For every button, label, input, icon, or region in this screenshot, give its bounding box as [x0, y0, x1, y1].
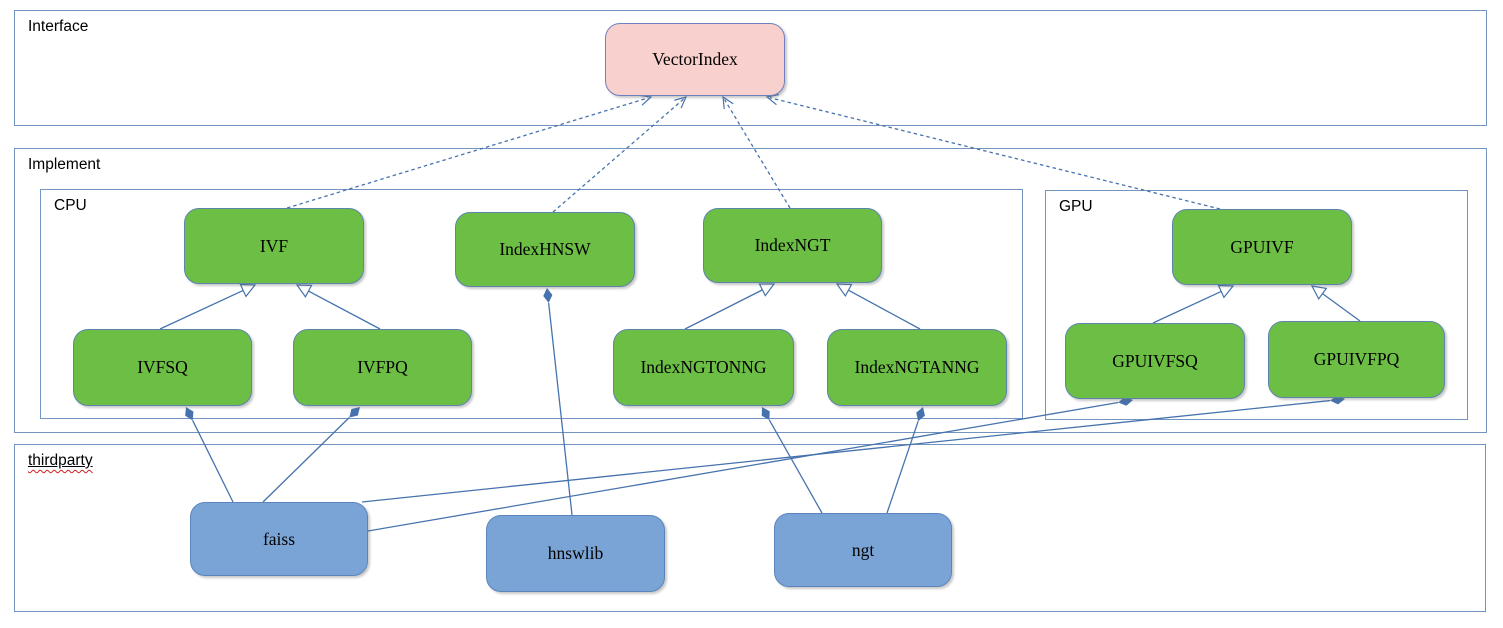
group-label-interface: Interface — [28, 18, 89, 35]
node-label-indexngtanng: IndexNGTANNG — [854, 357, 980, 377]
node-hnswlib[interactable]: hnswlib — [486, 515, 665, 592]
node-gpuivfsq[interactable]: GPUIVFSQ — [1065, 323, 1245, 399]
group-label-implement: Implement — [28, 156, 101, 173]
node-label-vectorindex: VectorIndex — [652, 49, 738, 69]
node-indexngtanng[interactable]: IndexNGTANNG — [827, 329, 1007, 406]
group-label-cpu: CPU — [54, 197, 87, 214]
node-label-indexngt: IndexNGT — [754, 235, 831, 255]
node-ngt[interactable]: ngt — [774, 513, 952, 587]
node-indexngtonng[interactable]: IndexNGTONNG — [613, 329, 794, 406]
node-ivf[interactable]: IVF — [184, 208, 364, 284]
node-label-ivfpq: IVFPQ — [357, 357, 408, 377]
group-label-gpu: GPU — [1059, 198, 1093, 215]
node-gpuivfpq[interactable]: GPUIVFPQ — [1268, 321, 1445, 398]
node-label-gpuivf: GPUIVF — [1230, 236, 1294, 257]
node-ivfpq[interactable]: IVFPQ — [293, 329, 472, 406]
node-label-hnswlib: hnswlib — [547, 543, 604, 563]
node-label-indexngtonng: IndexNGTONNG — [640, 357, 767, 377]
node-label-gpuivfpq: GPUIVFPQ — [1313, 349, 1400, 369]
node-ivfsq[interactable]: IVFSQ — [73, 329, 252, 406]
node-label-ngt: ngt — [851, 539, 875, 560]
node-label-ivf: IVF — [259, 235, 289, 256]
group-label-text-thirdparty: thirdparty — [28, 452, 93, 469]
node-gpuivf[interactable]: GPUIVF — [1172, 209, 1352, 285]
node-faiss[interactable]: faiss — [190, 502, 368, 576]
node-indexhnsw[interactable]: IndexHNSW — [455, 212, 635, 287]
node-label-gpuivfsq: GPUIVFSQ — [1112, 350, 1198, 371]
group-label-thirdparty: thirdparty — [28, 452, 93, 470]
node-vectorindex[interactable]: VectorIndex — [605, 23, 785, 96]
node-label-faiss: faiss — [262, 528, 296, 549]
node-label-indexhnsw: IndexHNSW — [499, 239, 591, 259]
node-indexngt[interactable]: IndexNGT — [703, 208, 882, 283]
node-label-ivfsq: IVFSQ — [137, 357, 188, 377]
